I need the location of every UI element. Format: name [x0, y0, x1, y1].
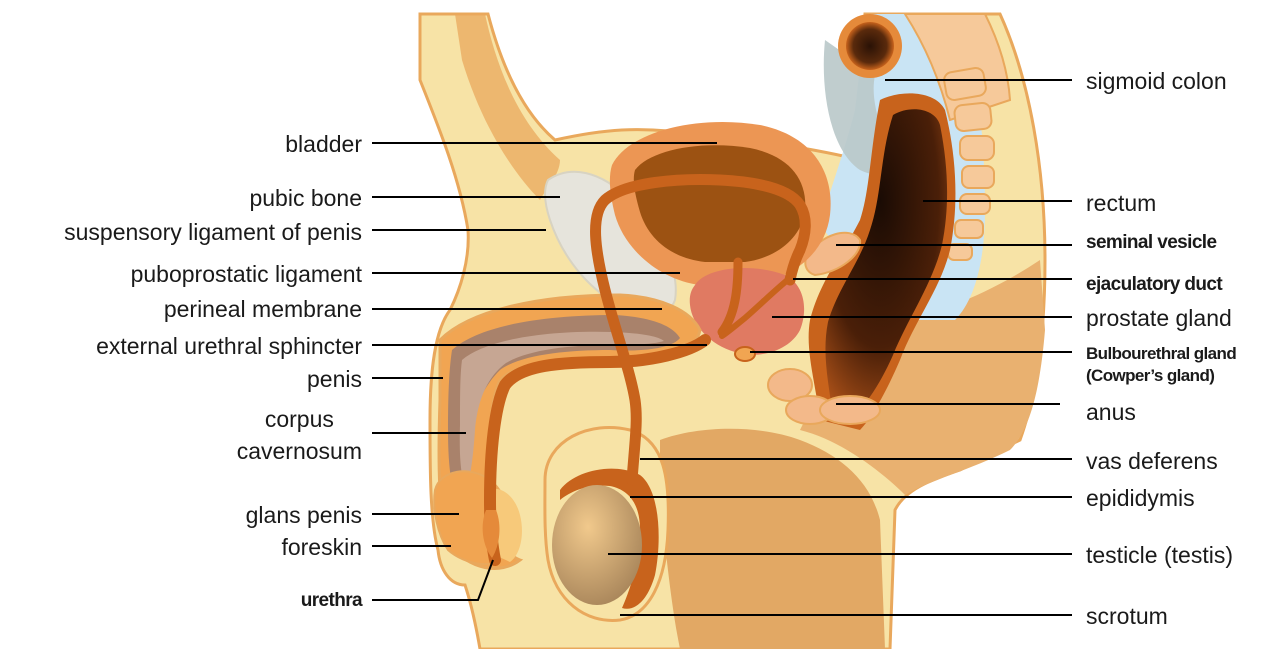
label-prostate-gland: prostate gland: [1086, 305, 1232, 331]
label-bulbourethral-line1: Bulbourethral gland: [1086, 343, 1236, 365]
label-foreskin: foreskin: [281, 534, 362, 560]
label-external-urethral-sphincter: external urethral sphincter: [96, 333, 362, 359]
label-perineal-membrane: perineal membrane: [164, 296, 362, 322]
label-corpus-cavernosum: corpus cavernosum: [237, 403, 362, 467]
testicle: [552, 485, 642, 605]
label-ejaculatory-duct: ejaculatory duct: [1086, 273, 1222, 297]
label-penis: penis: [307, 366, 362, 392]
label-urethra: urethra: [301, 589, 362, 613]
label-testicle: testicle (testis): [1086, 542, 1233, 568]
label-rectum: rectum: [1086, 190, 1156, 216]
label-anus: anus: [1086, 399, 1136, 425]
bulbourethral-gland: [735, 347, 755, 361]
label-puboprostatic-ligament: puboprostatic ligament: [131, 261, 362, 287]
label-scrotum: scrotum: [1086, 603, 1168, 629]
label-bulbourethral-line2: (Cowper’s gland): [1086, 365, 1236, 387]
label-epididymis: epididymis: [1086, 485, 1195, 511]
label-pubic-bone: pubic bone: [249, 185, 362, 211]
label-corpus-line2: cavernosum: [237, 435, 362, 467]
label-vas-deferens: vas deferens: [1086, 448, 1218, 474]
label-glans-penis: glans penis: [246, 502, 362, 528]
label-bulbourethral-gland: Bulbourethral gland (Cowper’s gland): [1086, 343, 1236, 387]
label-seminal-vesicle: seminal vesicle: [1086, 231, 1216, 255]
label-corpus-line1: corpus: [265, 403, 334, 435]
label-bladder: bladder: [285, 131, 362, 157]
label-suspensory-ligament: suspensory ligament of penis: [64, 219, 362, 245]
label-sigmoid-colon: sigmoid colon: [1086, 68, 1227, 94]
